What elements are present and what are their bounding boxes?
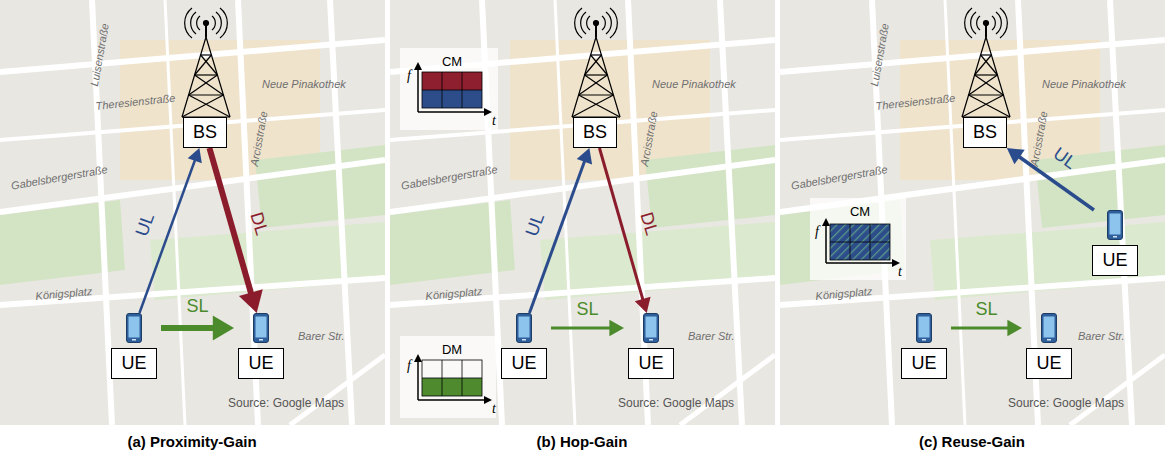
node-label: UE [901,348,946,379]
map-panel-b [390,0,775,425]
node-label: UE [1026,348,1071,379]
axis-label: t [492,401,496,418]
link-arrow [551,327,610,330]
phone-icon [1107,210,1123,240]
tower-icon [182,8,230,117]
map-panel-c [780,0,1165,425]
street-name: Barer Str. [688,330,735,343]
tower-icon [962,8,1010,117]
arrow-head [1007,148,1025,164]
base-station-box: BS [963,117,1007,148]
node-label: BS [183,117,227,148]
user-equipment-node: UE [234,313,288,379]
axis-label: f [815,224,819,241]
user-equipment-node: UE [1022,313,1076,379]
phone-icon [643,313,659,343]
node-label: UE [628,348,673,379]
user-equipment-node: UE [897,313,951,379]
phone-icon [1041,313,1057,343]
user-equipment-node: UE [1088,210,1142,276]
axis-label: t [492,113,496,130]
phone-icon [253,313,269,343]
arrow-head [635,297,651,313]
street-name: Barer Str. [1078,330,1125,343]
user-equipment-node: UE [497,313,551,379]
node-label: BS [573,117,617,148]
link-arrow [161,325,214,331]
grid-label: CM [850,204,870,220]
user-equipment-node: UE [624,313,678,379]
resource-grid [810,198,906,280]
arrow-head [609,320,624,336]
resource-grid [400,48,498,130]
street-name: Neue Pinakothek [262,78,346,91]
resource-grid [400,336,496,418]
arrow-head [577,148,592,165]
link-label: SL [576,299,598,321]
link-arrow [951,327,1008,330]
user-equipment-node: UE [107,313,161,379]
phone-icon [516,313,532,343]
arrow-head [239,289,263,313]
tower-icon [572,8,620,117]
base-station-box: BS [183,117,227,148]
node-label: BS [963,117,1007,148]
grid-label: DM [442,342,462,358]
arrow-head [213,316,234,341]
map-source: Source: Google Maps [618,396,734,410]
node-label: UE [501,348,546,379]
grid-label: CM [442,54,462,70]
phone-icon [126,313,142,343]
panel-caption: (c) Reuse-Gain [919,433,1025,451]
node-label: UE [238,348,283,379]
map-panel-a [0,0,385,425]
street-name: Barer Str. [298,330,345,343]
node-label: UE [111,348,156,379]
link-label: SL [975,299,997,321]
axis-label: t [898,264,902,281]
link-arrow [209,148,251,294]
map-source: Source: Google Maps [228,396,344,410]
arrow-head [188,148,202,163]
axis-label: f [407,358,411,375]
map-source: Source: Google Maps [1008,396,1124,410]
phone-icon [916,313,932,343]
panel-caption: (b) Hop-Gain [537,433,628,451]
panel-caption: (a) Proximity-Gain [127,433,256,451]
street-name: Neue Pinakothek [1042,78,1126,91]
arrow-head [1007,320,1022,336]
street-name: Neue Pinakothek [652,78,736,91]
node-label: UE [1092,245,1137,276]
link-label: SL [186,296,208,318]
axis-label: f [407,68,411,85]
base-station-box: BS [573,117,617,148]
